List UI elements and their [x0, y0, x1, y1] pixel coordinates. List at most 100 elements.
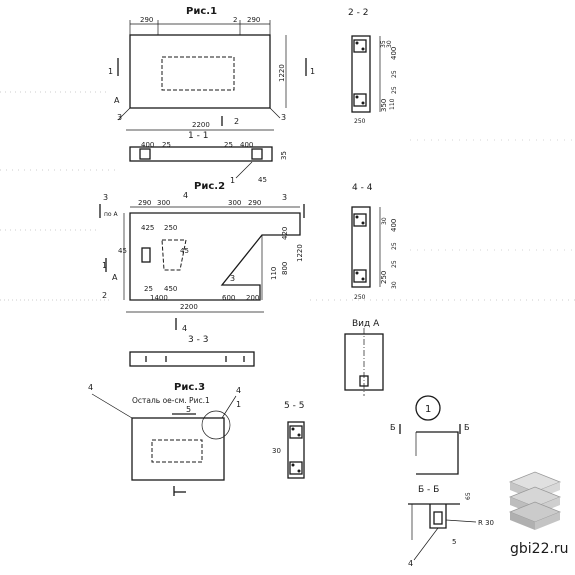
sec22-d400: 400: [390, 47, 398, 60]
sec22-d30: 30: [386, 40, 393, 48]
fig1-group: Рис.1 290 2 290 1220 2200 А 3 3 1 1 2: [108, 6, 315, 131]
sec66-mark-4: 4: [408, 559, 413, 568]
fig2-d110: 110: [270, 267, 278, 280]
fig2-mark-2: 2: [102, 291, 107, 300]
node-1: 1 Б Б: [390, 395, 470, 475]
sec22-d35: 35: [380, 40, 387, 48]
fig2-d45b: 45: [180, 247, 189, 255]
fig1-dim-right: 290: [247, 16, 260, 24]
fig2-d25: 25: [144, 285, 153, 293]
scan-noise: [0, 91, 575, 301]
fig2-mark-1: 1: [102, 261, 107, 270]
sec44-title: 4 - 4: [352, 183, 373, 193]
fig3-note: Осталь ое-см. Рис.1: [132, 396, 210, 405]
fig1-dim-width: 2200: [192, 121, 210, 129]
fig2-mark-a: А: [112, 273, 118, 282]
fig2-mark-3c: 3: [230, 274, 235, 283]
watermark-text: gbi22.ru: [510, 541, 569, 557]
sec22-d25b: 25: [391, 86, 398, 94]
fig1-opening: [161, 56, 235, 91]
fig2-mark-3b: 3: [282, 193, 287, 202]
sec22-title: 2 - 2: [348, 8, 368, 18]
fig2-d300a: 300: [157, 199, 170, 207]
fig1-dim-height: 1220: [278, 64, 286, 82]
fig2-title: Рис.2: [194, 181, 225, 192]
section-4-4: 4 - 4 30 400 25 25 250 30 250: [351, 183, 398, 301]
fig2-d2200: 2200: [180, 303, 198, 311]
fig1-outline: [129, 34, 271, 109]
fig2-mark-4b: 4: [182, 324, 187, 333]
fig1-mark-a: А: [114, 96, 120, 105]
fig3-mark-1: 1: [236, 400, 241, 409]
sec11-d25b: 25: [224, 141, 233, 149]
sec44-d25b: 25: [391, 260, 398, 268]
fig2-d800: 800: [281, 262, 289, 275]
fig2-group: Рис.2 3 3 4 по А 290 300 300 290 425 250…: [99, 181, 305, 333]
fig2-d300b: 300: [228, 199, 241, 207]
fig2-mark-3a: 3: [103, 193, 108, 202]
sec22-d110: 110: [389, 98, 396, 110]
fig2-outline: [129, 212, 301, 301]
sec11-d25a: 25: [162, 141, 171, 149]
sec44-d250b: 250: [354, 294, 366, 301]
fig2-d450: 450: [164, 285, 177, 293]
fig1-mark-1b: 1: [310, 67, 315, 76]
sec44-outline: [351, 206, 371, 288]
vid-a-title: Вид А: [352, 319, 380, 329]
fig2-d290a: 290: [138, 199, 151, 207]
sec66-r30: R 30: [478, 519, 494, 527]
fig1-dim-two: 2: [233, 16, 237, 24]
node1-circle: [415, 395, 441, 421]
fig2-d200: 200: [246, 294, 259, 302]
section-1-1: 1 - 1 400 25 25 400 35 45 1: [129, 131, 288, 185]
fig3-mark-4b: 4: [236, 386, 241, 395]
watermark: gbi22.ru: [508, 471, 569, 557]
sec11-d45: 45: [258, 176, 267, 184]
fig2-d45a: 45: [118, 247, 127, 255]
sec33-outline: [129, 351, 255, 367]
sec22-d25a: 25: [391, 70, 398, 78]
view-a: Вид А: [344, 319, 384, 396]
fig2-d1220: 1220: [296, 244, 304, 262]
fig2-d420: 420: [281, 227, 289, 240]
section-2-2: 2 - 2 35 30 400 25 25 350 110 250: [348, 8, 398, 125]
sec11-d400b: 400: [240, 141, 253, 149]
fig1-mark-3b: 3: [281, 113, 286, 122]
fig2-mark-4: 4: [183, 191, 188, 200]
fig3-mark-5: 5: [186, 405, 191, 414]
sec55-outline: [287, 421, 305, 479]
fig3-opening: [151, 439, 203, 463]
fig3-group: Рис.3 Осталь ое-см. Рис.1 4 4 5 1: [88, 382, 241, 496]
fig2-d1400: 1400: [150, 294, 168, 302]
sec55-d30: 30: [272, 447, 281, 455]
fig2-pov-a: по А: [104, 211, 119, 218]
fig2-d250: 250: [164, 224, 177, 232]
fig1-title: Рис.1: [186, 6, 217, 17]
fig1-dim-left: 290: [140, 16, 153, 24]
watermark-logo-icon: [508, 471, 562, 530]
sec44-d250: 250: [380, 271, 388, 284]
fig2-d425: 425: [141, 224, 154, 232]
section-3-3: 3 - 3: [129, 335, 255, 367]
sec33-title: 3 - 3: [188, 335, 208, 345]
fig2-d600: 600: [222, 294, 235, 302]
sec11-mark-1: 1: [230, 176, 235, 185]
node1-b1: Б: [390, 423, 396, 432]
fig1-mark-1a: 1: [108, 67, 113, 76]
fig3-title: Рис.3: [174, 382, 205, 393]
sec44-d30a: 30: [381, 217, 388, 225]
node1-outline: [416, 431, 459, 475]
sec55-title: 5 - 5: [284, 401, 304, 411]
node1-b2: Б: [464, 423, 470, 432]
fig1-mark-2: 2: [234, 117, 239, 126]
sec22-d250: 250: [354, 118, 366, 125]
sec11-outline: [129, 146, 273, 162]
sec11-d400a: 400: [141, 141, 154, 149]
sec66-title: Б - Б: [418, 485, 439, 495]
sec44-d400: 400: [390, 219, 398, 232]
node1-label: 1: [425, 404, 431, 415]
sec11-title: 1 - 1: [188, 131, 208, 141]
sec44-d30b: 30: [391, 281, 398, 289]
sec11-d35: 35: [280, 151, 288, 160]
